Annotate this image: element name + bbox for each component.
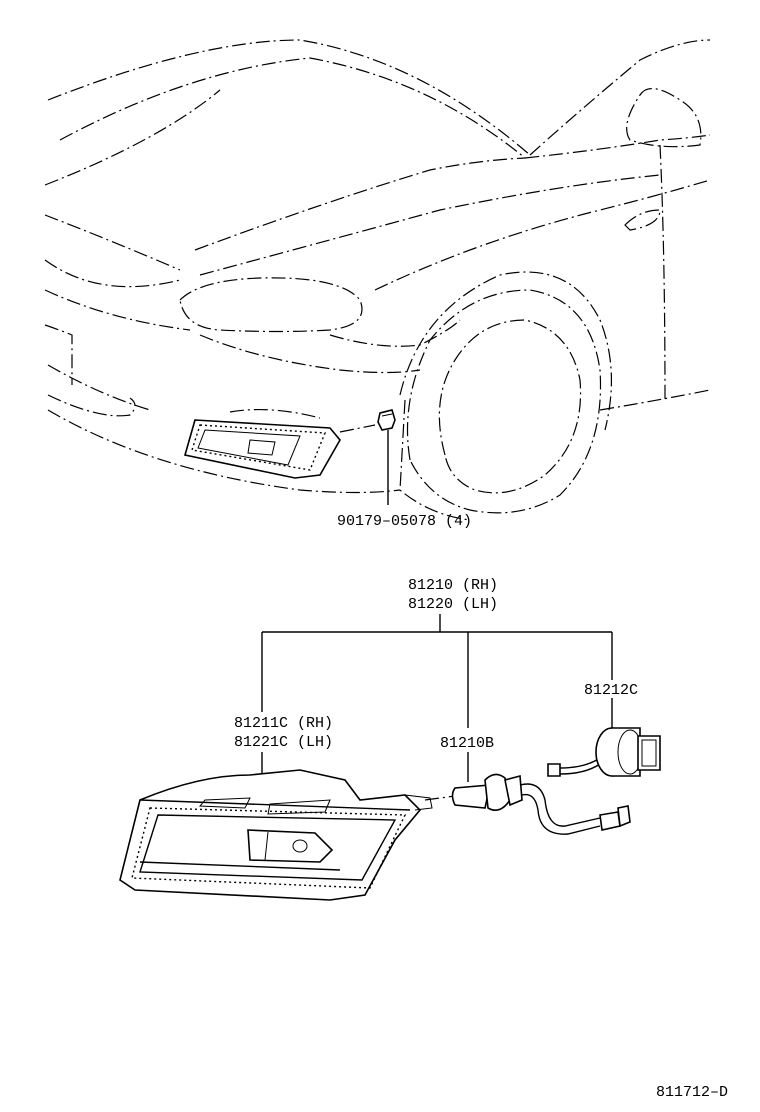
car-body-outline: [44, 39, 711, 521]
leader-lines: [261, 614, 613, 782]
assembly-rh-part-number: 81210 (RH): [408, 577, 498, 594]
lens-rh-part-number: 81211C (RH): [234, 715, 333, 732]
diagram-code: 811712–D: [656, 1084, 728, 1101]
socket-part-number: 81212C: [584, 682, 638, 699]
lens-lh-part-number: 81221C (LH): [234, 734, 333, 751]
assembly-lh-part-number: 81220 (LH): [408, 596, 498, 613]
bolt-icon: [377, 409, 396, 505]
bolt-part-number: 90179–05078 (4): [337, 513, 472, 530]
bulb-icon: [424, 773, 631, 835]
fog-lamp-installed: [183, 408, 376, 479]
fog-lamp-lens: [119, 769, 433, 901]
bulb-part-number: 81210B: [440, 735, 494, 752]
socket-icon: [547, 727, 661, 777]
